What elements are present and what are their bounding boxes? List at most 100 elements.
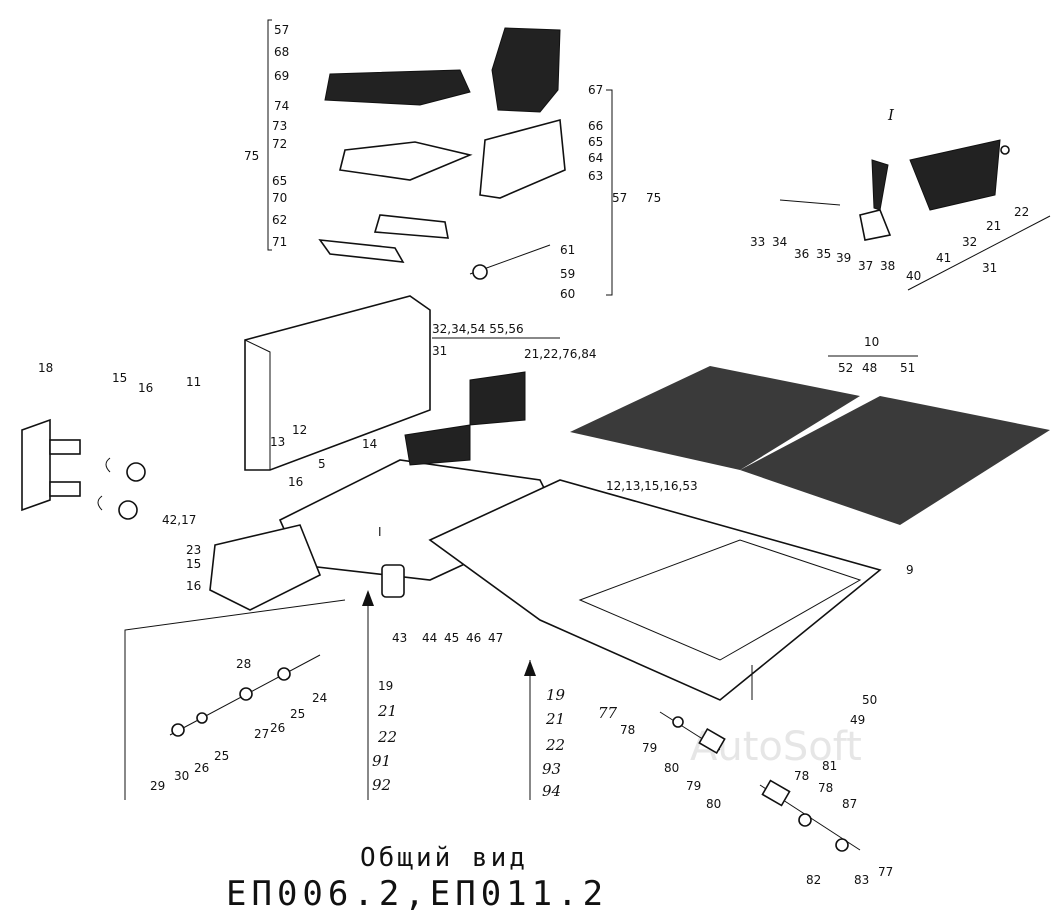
callout-label: 62 [272, 213, 287, 227]
callout-label: 39 [836, 251, 851, 265]
callout-label: 60 [560, 287, 575, 301]
callout-label: 5 [318, 457, 326, 471]
callout-label: 82 [806, 873, 821, 887]
callout-label: 46 [466, 631, 481, 645]
callout-label: 94 [542, 782, 561, 800]
lever-base-part [859, 209, 892, 241]
callout-label: 91 [372, 752, 391, 770]
callout-label: 26 [194, 761, 209, 775]
seat-assembly-exploded [267, 19, 613, 296]
bolt-bushing-part [239, 687, 253, 701]
callout-label: 15 [186, 557, 201, 571]
bolt-group-bracket [124, 599, 346, 800]
callout-label: 80 [664, 761, 679, 775]
callout-label: 83 [854, 873, 869, 887]
callout-label: 57 [612, 191, 627, 205]
callout-label: 31 [432, 344, 447, 358]
callout-label: 31 [982, 261, 997, 275]
group-bracket-right [606, 89, 613, 296]
seat-bracket-plate [479, 118, 566, 199]
side-block-pin-upper [49, 439, 81, 455]
callout-label: 16 [138, 381, 153, 395]
callout-label: 75 [646, 191, 661, 205]
callout-label: 25 [214, 749, 229, 763]
callout-label: 74 [274, 99, 289, 113]
seat-rail-part [373, 214, 449, 239]
callout-label: 72 [272, 137, 287, 151]
callout-label: 87 [842, 797, 857, 811]
callout-label: 77 [598, 704, 618, 722]
callout-label: 93 [542, 760, 561, 778]
callout-label: 41 [936, 251, 951, 265]
seat-cushion-part [324, 69, 471, 106]
nut-lower-part [118, 500, 138, 520]
side-block-pin-lower [49, 481, 81, 497]
callout-label: 70 [272, 191, 287, 205]
callout-label: 73 [272, 119, 287, 133]
callout-label: 36 [794, 247, 809, 261]
callout-label: 35 [816, 247, 831, 261]
callout-label: 67 [588, 83, 603, 97]
callout-label: 14 [362, 437, 377, 451]
callout-label: 13 [270, 435, 285, 449]
callout-label: 18 [38, 361, 53, 375]
callout-label: 51 [900, 361, 915, 375]
callout-label: 32 [962, 235, 977, 249]
callout-label: 30 [174, 769, 189, 783]
seat-frame-part [339, 141, 473, 181]
callout-label: 27 [254, 727, 269, 741]
callout-label: 24 [312, 691, 327, 705]
callout-label: 64 [588, 151, 603, 165]
callout-label: 21 [377, 702, 397, 720]
damper-part [381, 564, 405, 598]
callout-label: 32,34,54 55,56 [432, 322, 524, 336]
callout-label: 43 [392, 631, 407, 645]
callout-label: 45 [444, 631, 459, 645]
callout-label: 15 [112, 371, 127, 385]
callout-label: 11 [186, 375, 201, 389]
callout-label: 65 [588, 135, 603, 149]
callout-label: 19 [546, 686, 566, 704]
callout-label: 21,22,76,84 [524, 347, 597, 361]
callout-label: 65 [272, 174, 287, 188]
callout-label: 23 [186, 543, 201, 557]
callout-label: 22 [1014, 205, 1029, 219]
control-block-part [909, 139, 1001, 211]
drawing-model-number: ЕП006.2,ЕП011.2 [226, 874, 608, 914]
callout-label: 12,13,15,16,53 [606, 479, 698, 493]
callout-label: 79 [686, 779, 701, 793]
floor-board-right [740, 396, 1050, 525]
backrest-cushion-part [491, 27, 561, 113]
callout-label: 37 [858, 259, 873, 273]
step-part [209, 524, 322, 611]
callout-label: 69 [274, 69, 289, 83]
lever-handle-part [871, 159, 889, 211]
callout-label: 22 [545, 736, 565, 754]
callout-label: 44 [422, 631, 437, 645]
callout-label: 47 [488, 631, 503, 645]
nut-upper-part [126, 462, 146, 482]
callout-label: 92 [372, 776, 391, 794]
seat-rail-lower-part [318, 239, 405, 263]
callout-label: 26 [270, 721, 285, 735]
bolt-spacer-part [277, 667, 291, 681]
bolt-group-exploded [124, 599, 346, 800]
main-frame-inner [578, 539, 862, 661]
callout-label: 71 [272, 235, 287, 249]
detail-i-group [779, 139, 1051, 291]
callout-label: 78 [620, 723, 635, 737]
main-frame-part [428, 479, 882, 701]
callout-label: 12 [292, 423, 307, 437]
callout-label: 49 [850, 713, 865, 727]
callout-label: 16 [288, 475, 303, 489]
callout-label: 59 [560, 267, 575, 281]
side-block-part [21, 418, 51, 512]
washer-upper-part [105, 457, 111, 473]
callout-label: 42,17 [162, 513, 196, 527]
callout-label: I [378, 525, 382, 539]
callout-label: 16 [186, 579, 201, 593]
front-panel-edge [244, 339, 271, 470]
pin-nut-part [835, 838, 849, 852]
